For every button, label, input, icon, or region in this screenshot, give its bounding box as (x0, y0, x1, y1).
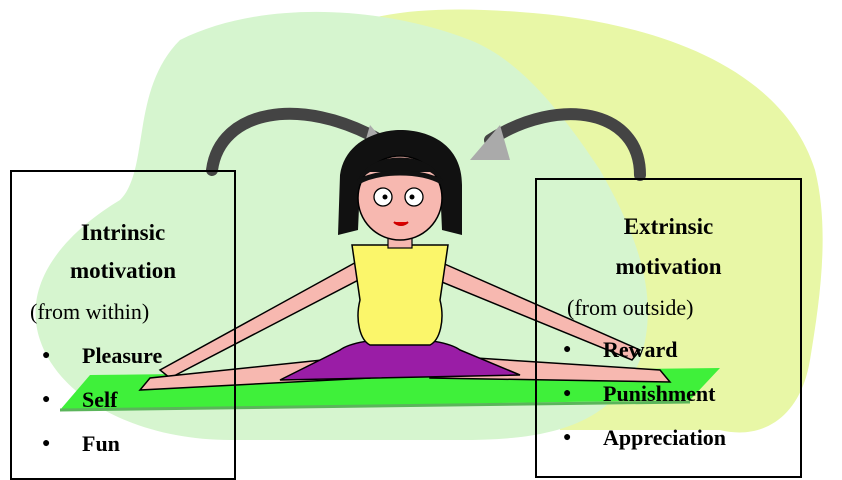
extrinsic-box: Extrinsic motivation (from outside) Rewa… (535, 178, 802, 478)
intrinsic-item: Fun (42, 422, 162, 466)
intrinsic-list: Pleasure Self Fun (42, 334, 162, 466)
extrinsic-item: Appreciation (563, 416, 726, 460)
left-pupil (383, 195, 388, 200)
mouth (394, 222, 408, 225)
extrinsic-title-line2: motivation (537, 250, 800, 284)
extrinsic-title-line1: Extrinsic (537, 210, 800, 244)
intrinsic-box: Intrinsic motivation (from within) Pleas… (10, 170, 236, 480)
torso-top (352, 245, 448, 345)
right-pupil (410, 195, 415, 200)
extrinsic-item: Punishment (563, 372, 726, 416)
extrinsic-list: Reward Punishment Appreciation (563, 328, 726, 460)
intrinsic-title-line2: motivation (12, 254, 234, 288)
extrinsic-subtitle: (from outside) (567, 295, 693, 321)
intrinsic-subtitle: (from within) (30, 299, 149, 325)
intrinsic-title-line1: Intrinsic (12, 216, 234, 250)
extrinsic-item: Reward (563, 328, 726, 372)
intrinsic-item: Self (42, 378, 162, 422)
intrinsic-item: Pleasure (42, 334, 162, 378)
